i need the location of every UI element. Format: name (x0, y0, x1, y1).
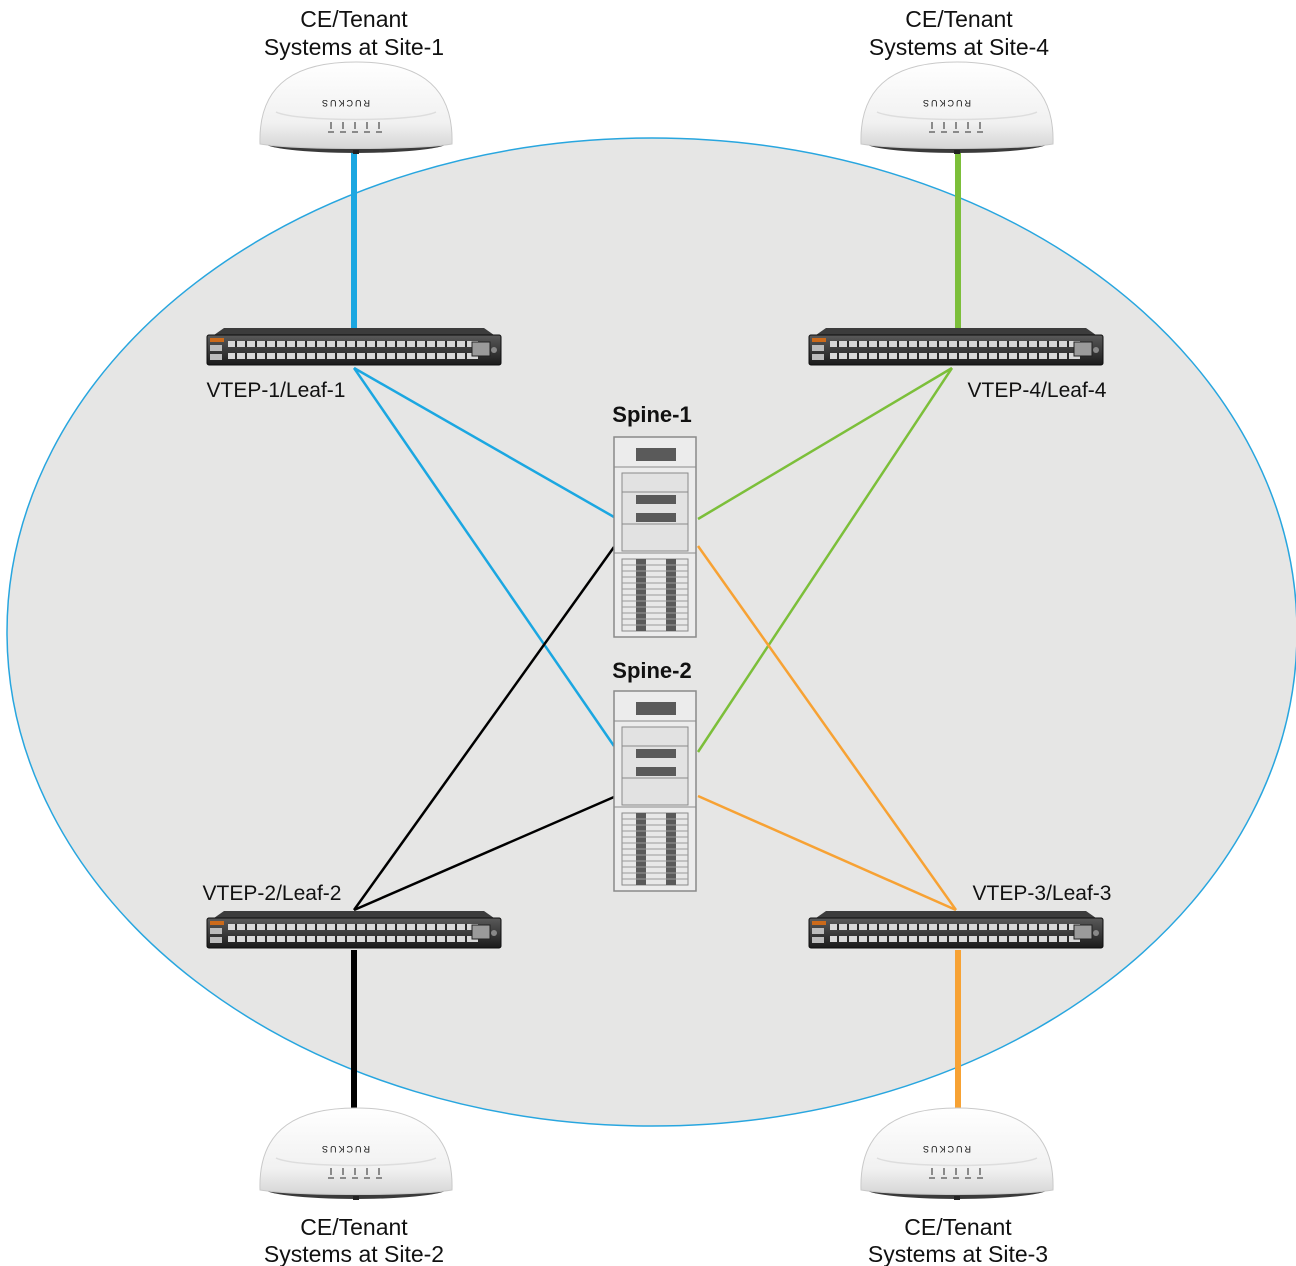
link-leaf3-spine1 (696, 545, 958, 911)
site1-label-line2: Systems at Site-1 (264, 34, 444, 60)
ap-brand-site4: RUCKUS (921, 98, 971, 108)
site3-label-line1: CE/Tenant (904, 1214, 1012, 1240)
leaf2-label: VTEP-2/Leaf-2 (203, 882, 342, 905)
spine2-server-icon (613, 690, 697, 892)
access-links (351, 150, 961, 1112)
ap-brand-site2: RUCKUS (320, 1144, 370, 1154)
switch-leaf1-icon (206, 327, 502, 366)
site1-label-line1: CE/Tenant (300, 6, 408, 32)
spine2-label: Spine-2 (612, 658, 691, 683)
link-leaf4-spine2 (696, 367, 954, 753)
link-leaf2-spine2 (353, 795, 615, 912)
site2-label-line1: CE/Tenant (300, 1214, 408, 1240)
switch-leaf3-icon (808, 910, 1104, 949)
leaf4-label: VTEP-4/Leaf-4 (968, 379, 1107, 402)
link-leaf1-spine1 (353, 366, 615, 519)
switch-leaf4-icon (808, 327, 1104, 366)
link-leaf3-spine2 (697, 794, 957, 912)
site4-label-line1: CE/Tenant (905, 6, 1013, 32)
site3-label-line2: Systems at Site-3 (868, 1241, 1048, 1266)
ap-brand-site1: RUCKUS (320, 98, 370, 108)
ap-brand-site3: RUCKUS (921, 1144, 971, 1154)
leaf3-label: VTEP-3/Leaf-3 (973, 882, 1112, 905)
switch-leaf2-icon (206, 910, 502, 949)
link-leaf2-spine1 (352, 546, 616, 911)
link-leaf1-spine2 (352, 367, 616, 747)
site2-label-line2: Systems at Site-2 (264, 1241, 444, 1266)
spine1-label: Spine-1 (612, 402, 691, 427)
site4-label-line2: Systems at Site-4 (869, 34, 1049, 60)
leaf1-label: VTEP-1/Leaf-1 (207, 379, 346, 402)
spine1-server-icon (613, 436, 697, 638)
fabric-links (352, 366, 958, 912)
link-leaf4-spine1 (697, 366, 953, 521)
